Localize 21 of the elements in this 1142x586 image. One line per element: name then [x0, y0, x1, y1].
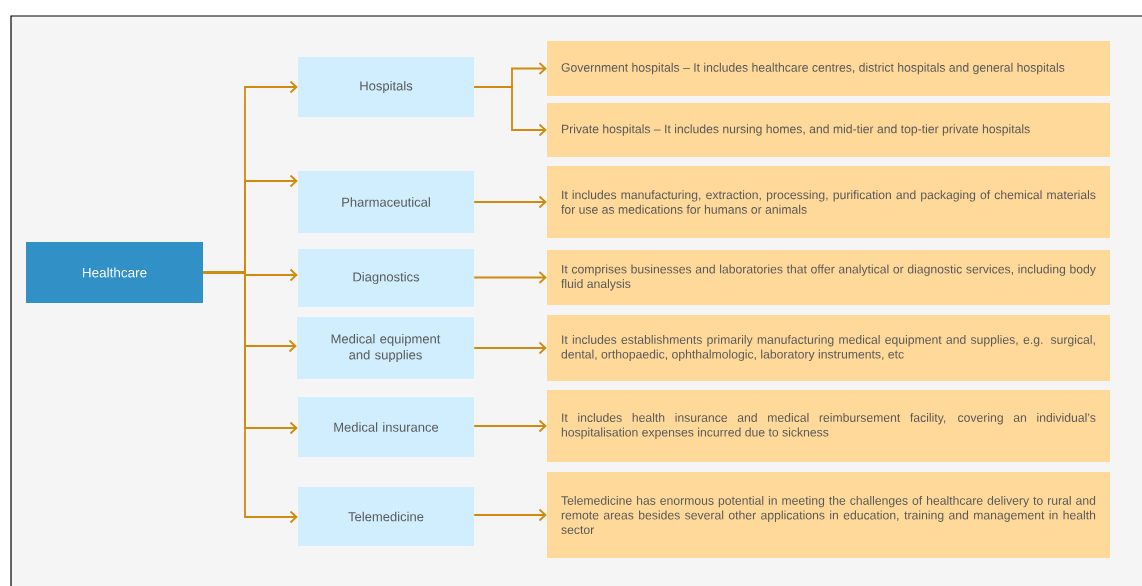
- description-box: It includes health insurance and medical reimbursement facility, covering an individual’s hospitalisation expenses incurred due to sickness: [547, 390, 1110, 462]
- arrow: [473, 86, 547, 137]
- arrow: [473, 419, 547, 433]
- category-box: Medical equipment and supplies: [297, 317, 474, 379]
- description-box: It includes establishments primarily manufacturing medical equipment and supplies, e.g. surgical, dental, orthopaedic, ophthalmologic, laboratory instruments, etc: [547, 315, 1110, 381]
- category-box: Medical insurance: [298, 397, 474, 457]
- description-box: Private hospitals – It includes nursing homes, and mid-tier and top-tier private hospitals: [547, 103, 1110, 157]
- category-box: Telemedicine: [298, 487, 474, 546]
- category-box: Diagnostics: [298, 249, 474, 307]
- root-box: Healthcare: [26, 242, 203, 303]
- description-box: Telemedicine has enormous potential in meeting the challenges of healthcare delivery to rural and remote areas besides several other applications in education, training and management in health sector: [547, 472, 1110, 558]
- category-box: Pharmaceutical: [298, 171, 474, 233]
- description-box: It includes manufacturing, extraction, processing, purification and packaging of chemical materials for use as medications for humans or animals: [547, 166, 1110, 238]
- description-box: It comprises businesses and laboratories that offer analytical or diagnostic services, including body fluid analysis: [547, 250, 1110, 305]
- arrow: [473, 508, 547, 522]
- description-box: Government hospitals – It includes healthcare centres, district hospitals and general hospitals: [547, 41, 1110, 96]
- arrow: [473, 341, 547, 355]
- arrow: [202, 271, 298, 524]
- category-box: Hospitals: [298, 57, 474, 117]
- arrow: [473, 195, 547, 209]
- arrow: [473, 271, 547, 284]
